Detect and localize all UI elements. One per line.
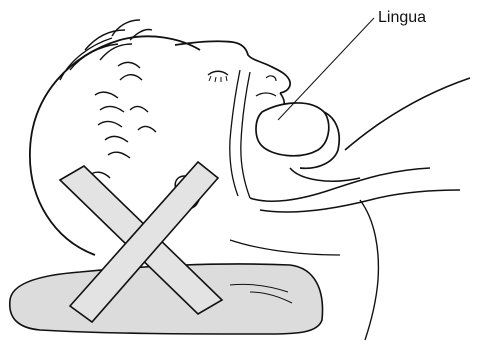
pillow-crease [229,283,289,293]
neck [249,167,461,213]
eyelashes [208,75,228,83]
chest [359,199,380,341]
chin-jaw [299,111,341,170]
incorrect-position-cross [58,160,224,324]
hair [59,19,157,179]
closed-eye [207,70,229,76]
skull-outline [29,35,201,256]
shoulder [344,77,471,151]
face-profile [174,40,291,94]
tongue-label: Lingua [378,9,427,26]
airway-lines [229,69,277,199]
nostril [265,75,277,82]
label-leader-line [277,17,375,121]
tongue [255,102,330,157]
pillow-crease-2 [249,291,293,304]
back-line [229,239,341,256]
